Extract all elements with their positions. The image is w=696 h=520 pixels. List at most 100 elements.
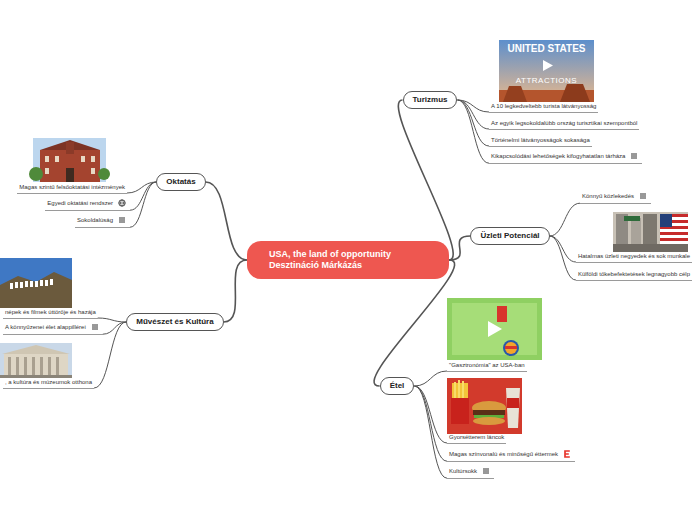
burger-video-thumbnail-part bbox=[447, 298, 542, 360]
branch-connector bbox=[414, 386, 447, 461]
burger-video-thumbnail-part bbox=[497, 306, 507, 322]
attractions-video-thumbnail-part bbox=[543, 60, 553, 71]
main-topic: Étel bbox=[380, 377, 415, 395]
evernote-icon-part bbox=[565, 451, 570, 457]
topic-text: Kultúrsokk bbox=[449, 468, 477, 474]
attractions-video-thumbnail-part bbox=[503, 86, 527, 102]
burger-video-thumbnail-part bbox=[488, 321, 502, 337]
fast-food-photo bbox=[447, 378, 522, 434]
branch-connector bbox=[550, 203, 580, 236]
hollywood-photo-part bbox=[30, 281, 33, 287]
museum-photo-part bbox=[2, 345, 70, 354]
museum-photo-part bbox=[8, 357, 11, 375]
wall-street-photo-part bbox=[613, 212, 688, 252]
branch-connector bbox=[130, 182, 156, 227]
topic-text: Turizmus bbox=[413, 95, 448, 104]
wall-street-photo bbox=[613, 212, 688, 252]
topic-text: Üzleti Potenciál bbox=[480, 231, 539, 240]
burger-video-thumbnail bbox=[447, 298, 542, 360]
hollywood-photo-part bbox=[40, 280, 43, 286]
topic-text: Sokoldalúság bbox=[77, 217, 113, 223]
wall-street-photo-part bbox=[660, 214, 688, 244]
branch-connector bbox=[103, 322, 127, 334]
topic-text: népek és filmek úttörője és hazája bbox=[5, 309, 96, 315]
subtopic: Magas színvonalú és minőségű éttermek bbox=[447, 450, 575, 461]
fast-food-photo-part bbox=[447, 378, 522, 434]
branch-connector bbox=[414, 386, 447, 478]
note-icon-part bbox=[483, 469, 489, 473]
museum-photo-part bbox=[4, 354, 68, 378]
subtopic: Az egyik legsokoldalúbb ország turisztik… bbox=[489, 119, 639, 130]
subtopic: A 10 legkedveltebb turista látványosság bbox=[489, 102, 598, 113]
main-topic: Turizmus bbox=[403, 91, 458, 109]
hollywood-photo bbox=[0, 258, 72, 308]
harvard-photo-part bbox=[81, 156, 85, 162]
image-caption-text: ATTRACTIONS bbox=[499, 76, 594, 85]
note-icon-part bbox=[92, 325, 98, 329]
fast-food-photo-part bbox=[472, 401, 506, 415]
hollywood-photo-part bbox=[0, 258, 72, 308]
museum-photo-part bbox=[0, 375, 72, 378]
attractions-video-thumbnail-part bbox=[499, 40, 594, 102]
harvard-photo-part bbox=[98, 168, 110, 180]
topic-text: Oktatás bbox=[166, 177, 195, 186]
museum-photo-part bbox=[48, 357, 51, 375]
central-topic: USA, the land of opportunity Desztináció… bbox=[247, 241, 449, 279]
note-icon bbox=[91, 323, 99, 331]
harvard-photo-part bbox=[66, 168, 74, 182]
globe-icon bbox=[118, 199, 126, 207]
museum-photo-part bbox=[32, 357, 35, 375]
burger-video-thumbnail-part bbox=[505, 342, 517, 354]
branch-connector bbox=[98, 318, 127, 322]
topic-text: Egyedi oktatási rendszer bbox=[47, 200, 113, 206]
attractions-video-thumbnail-part bbox=[560, 84, 590, 102]
subtopic: Könnyű közlekedés bbox=[580, 192, 651, 203]
evernote-icon bbox=[563, 450, 571, 458]
subtopic: "Gasztronómia" az USA-ban bbox=[447, 361, 527, 372]
hollywood-photo-part bbox=[10, 283, 13, 289]
fast-food-photo-part bbox=[473, 417, 505, 425]
globe-icon-part bbox=[119, 200, 125, 206]
globe-icon-part bbox=[119, 200, 125, 206]
harvard-photo-part bbox=[45, 168, 49, 174]
subtopic: , a kultúra és múzeumok otthona bbox=[3, 378, 94, 389]
harvard-photo-part bbox=[45, 156, 49, 162]
subtopic: Külföldi tőkebefektetések legnagyobb cél… bbox=[576, 270, 692, 281]
fast-food-photo-part bbox=[507, 398, 519, 408]
main-topic: Művészet és Kultúra bbox=[126, 313, 223, 331]
note-icon bbox=[482, 467, 490, 475]
branch-connector bbox=[449, 236, 470, 260]
wall-street-photo-part bbox=[660, 214, 672, 227]
harvard-photo-part bbox=[91, 156, 95, 162]
museum-photo-part bbox=[56, 357, 59, 375]
attractions-video-thumbnail bbox=[499, 40, 594, 102]
main-topic: Oktatás bbox=[156, 173, 205, 191]
topic-text: A könnyűzenei élet alappillérei bbox=[5, 324, 86, 330]
museum-photo-part bbox=[40, 357, 43, 375]
note-icon-part bbox=[119, 218, 125, 222]
museum-photo bbox=[0, 343, 72, 378]
topic-text: USA, the land of opportunity Desztináció… bbox=[269, 249, 427, 271]
branch-connector bbox=[94, 322, 126, 388]
subtopic: A könnyűzenei élet alappillérei bbox=[3, 323, 103, 334]
topic-text: A 10 legkedveltebb turista látványosság bbox=[491, 103, 596, 109]
harvard-photo-part bbox=[33, 138, 106, 182]
fast-food-photo-part bbox=[473, 410, 505, 415]
topic-text: "Gasztronómia" az USA-ban bbox=[449, 362, 525, 368]
branch-connector bbox=[414, 371, 447, 386]
main-topic: Üzleti Potenciál bbox=[470, 227, 549, 245]
topic-text: Művészet és Kultúra bbox=[136, 317, 213, 326]
subtopic: Kultúrsokk bbox=[447, 467, 494, 478]
wall-street-photo-part bbox=[624, 216, 640, 221]
hollywood-photo-part bbox=[45, 280, 48, 286]
topic-text: Hatalmas üzleti negyedek és sok munkale bbox=[578, 253, 690, 259]
harvard-photo-part bbox=[29, 167, 43, 181]
note-icon bbox=[630, 152, 638, 160]
hollywood-photo-part bbox=[15, 282, 18, 288]
hollywood-photo-part bbox=[20, 282, 23, 288]
fast-food-photo-part bbox=[451, 398, 469, 424]
subtopic: Sokoldalúság bbox=[75, 216, 130, 227]
branch-connector bbox=[550, 236, 576, 280]
note-icon-part bbox=[640, 194, 646, 198]
